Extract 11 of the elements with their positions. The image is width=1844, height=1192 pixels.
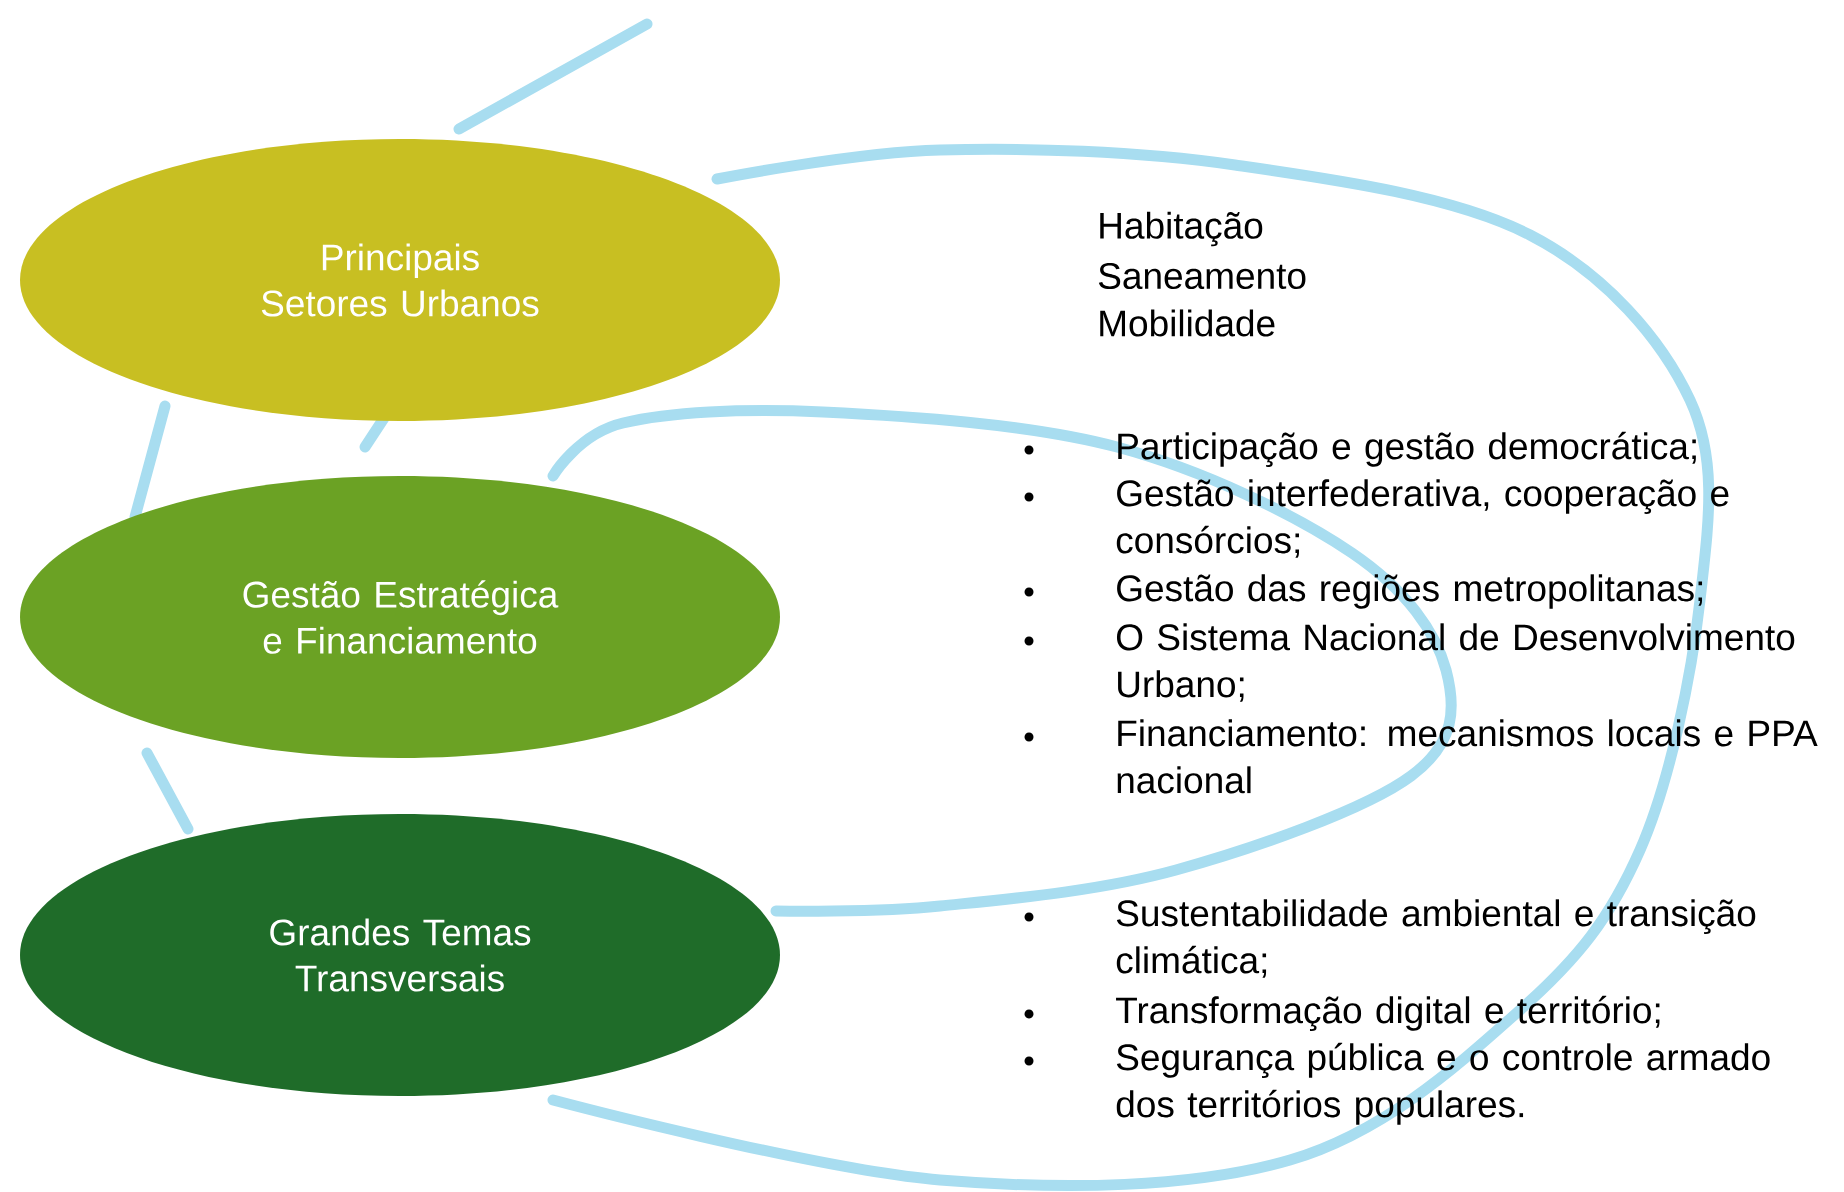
list-item: Mobilidade	[1100, 309, 1275, 337]
list-item: Sustentabilidade ambiental e transição climática;	[1116, 899, 1756, 978]
list-item: Habitação	[1100, 211, 1263, 247]
list-item: Participação e gestão democrática;	[1118, 431, 1696, 467]
list-item: Gestão das regiões metropolitanas;	[1117, 574, 1702, 609]
list-item: Transformação digital e território;	[1116, 995, 1660, 1031]
list-item: O Sistema Nacional de Desenvolvimento Urbano;	[1116, 623, 1795, 702]
list-item: Saneamento	[1098, 262, 1306, 290]
list-item: Segurança pública e o controle armado dos territórios populares.	[1116, 1042, 1770, 1125]
list-item: Gestão interfederativa, cooperação e consórcios;	[1116, 479, 1729, 558]
list-item: Financiamento: mecanismos locais e PPA nacional	[1117, 719, 1818, 794]
